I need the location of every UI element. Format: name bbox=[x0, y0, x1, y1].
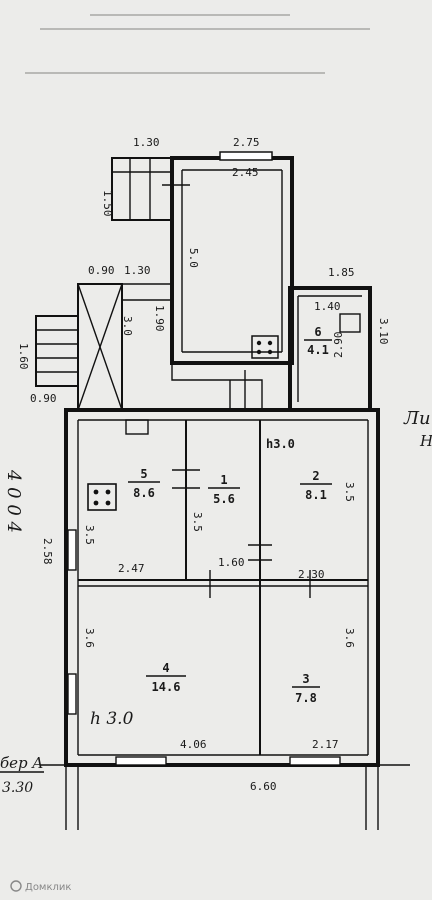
svg-text:7.8: 7.8 bbox=[295, 691, 317, 705]
height-upper: h3.0 bbox=[266, 437, 295, 451]
dim-r5-vert: 3.5 bbox=[83, 525, 96, 545]
svg-text:14.6: 14.6 bbox=[152, 680, 181, 694]
svg-text:1: 1 bbox=[220, 473, 227, 487]
svg-text:2: 2 bbox=[312, 469, 319, 483]
header-faint-line-3 bbox=[25, 72, 325, 74]
dim-r3-vert: 3.6 bbox=[343, 628, 356, 648]
dim-total-width: 6.60 bbox=[250, 780, 277, 793]
dim-r1-vert: 3.5 bbox=[191, 512, 204, 532]
right-margin-note-2: Н bbox=[419, 432, 432, 450]
dim-r4-width: 4.06 bbox=[180, 738, 207, 751]
dim-r3-width: 2.17 bbox=[312, 738, 339, 751]
svg-text:8.6: 8.6 bbox=[133, 486, 155, 500]
room-label-6: 6 4.1 bbox=[304, 325, 332, 357]
room-label-3: 3 7.8 bbox=[292, 672, 320, 705]
dim-room-left-vert: 1.90 bbox=[153, 305, 166, 332]
header-faint-line-2 bbox=[40, 28, 370, 30]
left-margin-note: 4 0 0 4 bbox=[3, 469, 24, 533]
svg-text:5.6: 5.6 bbox=[213, 492, 235, 506]
watermark-icon bbox=[10, 880, 22, 892]
dim-left-height: 2.58 bbox=[41, 538, 54, 565]
svg-text:4.1: 4.1 bbox=[307, 343, 329, 357]
dim-room-vertical: 5.0 bbox=[187, 248, 200, 268]
dim-porch-side: 1.50 bbox=[101, 190, 114, 217]
room-label-5: 5 8.6 bbox=[128, 467, 160, 500]
window-bottom-left bbox=[115, 756, 167, 766]
bottom-left-value: 3.30 bbox=[2, 780, 33, 796]
room-label-2: 2 8.1 bbox=[300, 469, 332, 502]
stove-icon bbox=[251, 335, 279, 359]
bottom-left-label: бер A bbox=[0, 754, 43, 772]
dim-small-inner: 1.40 bbox=[314, 300, 341, 313]
dim-r5-width: 2.47 bbox=[118, 562, 145, 575]
dim-vest-bottom: 0.90 bbox=[30, 392, 57, 405]
window-bottom-right bbox=[289, 756, 341, 766]
watermark-text: Домклик bbox=[25, 882, 71, 893]
header-faint-line-1 bbox=[90, 14, 290, 16]
dim-vest-top-a: 0.90 bbox=[88, 264, 115, 277]
dim-top-left: 1.30 bbox=[133, 136, 160, 149]
vestibule bbox=[77, 283, 172, 411]
dim-small-top: 1.85 bbox=[328, 266, 355, 279]
foundation-lines bbox=[40, 764, 410, 830]
window-left-upper bbox=[67, 529, 77, 571]
svg-text:8.1: 8.1 bbox=[305, 488, 327, 502]
dim-r2-width: 2.30 bbox=[298, 568, 325, 581]
dim-room-inner-top: 2.45 bbox=[232, 166, 259, 179]
svg-text:4: 4 bbox=[162, 661, 169, 675]
dim-vest-top-b: 1.30 bbox=[124, 264, 151, 277]
right-margin-note-1: Ли bbox=[403, 408, 431, 429]
dim-vest-vert: 3.0 bbox=[121, 316, 134, 336]
dim-r4-vert: 3.6 bbox=[83, 628, 96, 648]
main-house bbox=[64, 408, 380, 767]
height-lower: h 3.0 bbox=[90, 709, 134, 729]
stove-room5-icon bbox=[87, 483, 117, 511]
dim-r2-vert: 3.5 bbox=[343, 482, 356, 502]
room-label-1: 1 5.6 bbox=[208, 473, 240, 506]
upper-porch bbox=[111, 157, 190, 221]
svg-text:5: 5 bbox=[140, 467, 147, 481]
dim-r1-width: 1.60 bbox=[218, 556, 245, 569]
room-label-4: 4 14.6 bbox=[146, 661, 186, 694]
connector-wall bbox=[171, 362, 263, 410]
dim-top-right: 2.75 bbox=[233, 136, 260, 149]
dim-small-vert: 3.10 bbox=[377, 318, 390, 345]
svg-text:3: 3 bbox=[302, 672, 309, 686]
dim-stairs-side: 1.60 bbox=[17, 343, 30, 370]
dim-small-vert2: 2.90 bbox=[332, 332, 345, 359]
watermark-logo: Домклик bbox=[10, 880, 71, 893]
window-top bbox=[219, 151, 273, 161]
left-stairs bbox=[35, 315, 79, 387]
svg-text:6: 6 bbox=[314, 325, 321, 339]
upper-room bbox=[170, 151, 294, 365]
window-left-lower bbox=[67, 673, 77, 715]
